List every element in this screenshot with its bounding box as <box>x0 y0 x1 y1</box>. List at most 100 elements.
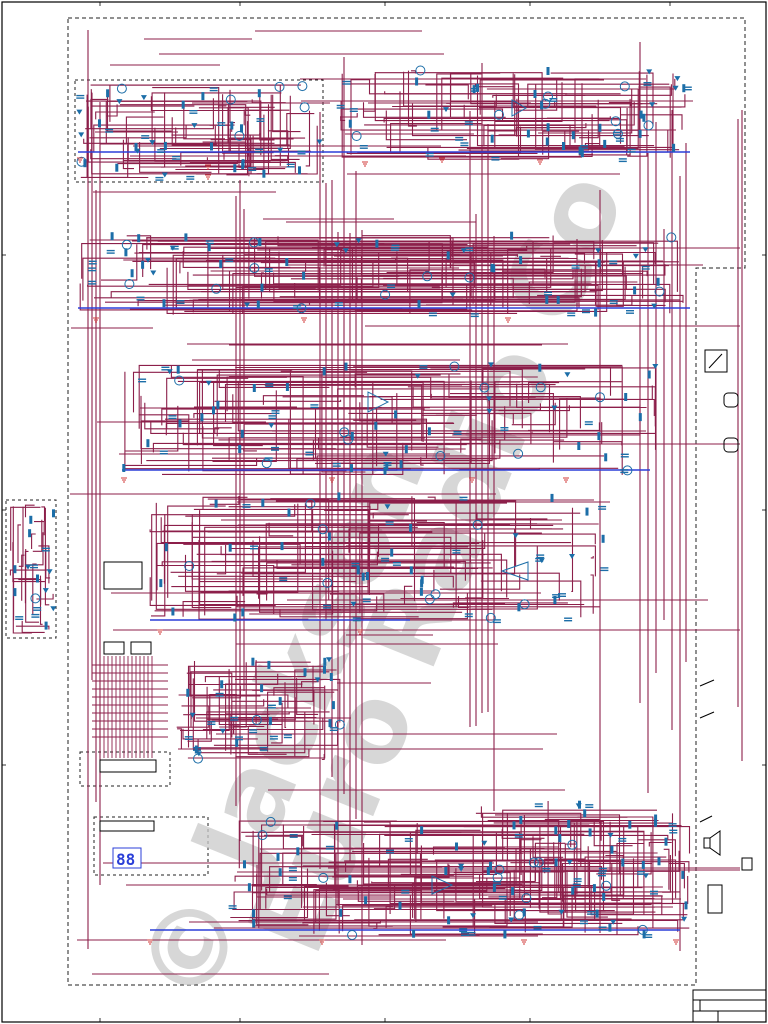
local-wire <box>206 686 279 720</box>
local-wire <box>476 512 548 520</box>
transistor-icon <box>234 130 245 141</box>
local-wire <box>470 252 561 299</box>
local-wire <box>149 577 276 606</box>
local-wire <box>122 139 134 170</box>
diode-symbol <box>116 99 123 105</box>
local-wire <box>330 593 385 612</box>
jack-connector-icon <box>707 392 753 914</box>
resistor-symbol <box>533 90 537 98</box>
local-wire <box>229 89 235 124</box>
local-wire <box>348 528 552 553</box>
local-wire <box>241 572 560 601</box>
local-wire <box>403 71 597 107</box>
local-wire <box>584 143 600 148</box>
local-wire <box>341 73 582 158</box>
local-wire <box>230 533 486 550</box>
resistor-symbol <box>592 884 596 893</box>
local-wire <box>177 728 182 749</box>
local-wire <box>453 872 511 916</box>
local-wire <box>354 239 578 312</box>
local-wire <box>199 510 585 606</box>
resistor-symbol <box>517 603 521 612</box>
diode-symbol <box>76 109 83 115</box>
local-wire <box>202 496 248 510</box>
local-wire <box>494 904 623 924</box>
resistor-symbol <box>323 665 326 674</box>
local-wire <box>441 77 564 130</box>
main-enclosure-dashed <box>67 17 746 986</box>
local-wire <box>482 813 655 908</box>
resistor-symbol <box>252 909 255 918</box>
local-wire <box>166 267 518 314</box>
local-wire <box>13 578 37 621</box>
local-wire <box>384 834 669 840</box>
diode-symbol <box>205 380 212 386</box>
diode-symbol <box>316 139 323 145</box>
local-wire <box>90 98 109 130</box>
local-wire <box>550 72 654 127</box>
local-wire <box>232 394 454 424</box>
local-wire <box>386 235 554 274</box>
local-wire <box>589 240 603 292</box>
local-wire <box>193 661 332 722</box>
resistor-symbol <box>28 529 32 538</box>
local-wire <box>384 91 621 95</box>
resistor-symbol <box>276 852 280 861</box>
transistor-icon <box>76 156 87 167</box>
diode-symbol <box>481 840 488 846</box>
local-wire <box>594 813 674 905</box>
resistor-symbol <box>134 143 138 151</box>
local-wire <box>588 861 615 912</box>
transistor-icon <box>318 872 329 883</box>
local-wire <box>15 625 50 630</box>
transistor-icon <box>494 109 504 120</box>
transistor-icon <box>322 577 333 588</box>
local-wire <box>95 111 155 120</box>
resistor-symbol <box>285 383 289 391</box>
local-wire <box>460 438 482 453</box>
local-wire <box>259 536 463 613</box>
resistor-symbol <box>567 820 571 828</box>
local-wire <box>238 858 562 922</box>
local-wire <box>302 853 422 867</box>
local-wire <box>445 257 569 288</box>
local-wire <box>167 505 226 598</box>
transistor-icon <box>535 382 546 393</box>
left-module-box <box>5 499 57 639</box>
resistor-symbol <box>171 607 175 616</box>
local-wire <box>479 859 494 862</box>
diode-symbol <box>458 866 465 872</box>
local-wire <box>303 826 505 849</box>
diode-symbol <box>50 606 57 612</box>
local-wire <box>218 676 283 726</box>
local-wire <box>146 237 454 305</box>
resistor-symbol <box>375 239 379 248</box>
local-wire <box>189 666 261 697</box>
local-wire <box>294 669 337 757</box>
local-wire <box>233 891 613 908</box>
transistor-icon <box>347 930 358 940</box>
diode-symbol <box>642 247 649 253</box>
local-wire <box>414 877 520 919</box>
diode-symbol <box>672 85 679 91</box>
local-wire <box>32 563 37 615</box>
resistor-symbol <box>350 464 353 473</box>
resistor-symbol <box>399 460 403 469</box>
diode-symbol <box>150 270 157 276</box>
resistor-symbol <box>201 92 205 101</box>
resistor-symbol <box>409 566 413 575</box>
local-wire <box>571 507 574 592</box>
local-wire <box>351 83 520 158</box>
resistor-symbol <box>383 466 387 475</box>
local-wire <box>160 517 572 544</box>
local-wire <box>574 78 600 143</box>
local-wire <box>340 398 568 438</box>
local-wire <box>353 366 623 475</box>
diode-symbol <box>42 588 49 594</box>
resistor-symbol <box>159 579 163 588</box>
transistor-icon <box>334 719 345 730</box>
resistor-symbol <box>641 860 645 869</box>
local-wire <box>271 702 283 744</box>
local-wire <box>151 92 282 143</box>
diode-symbol <box>384 504 391 510</box>
